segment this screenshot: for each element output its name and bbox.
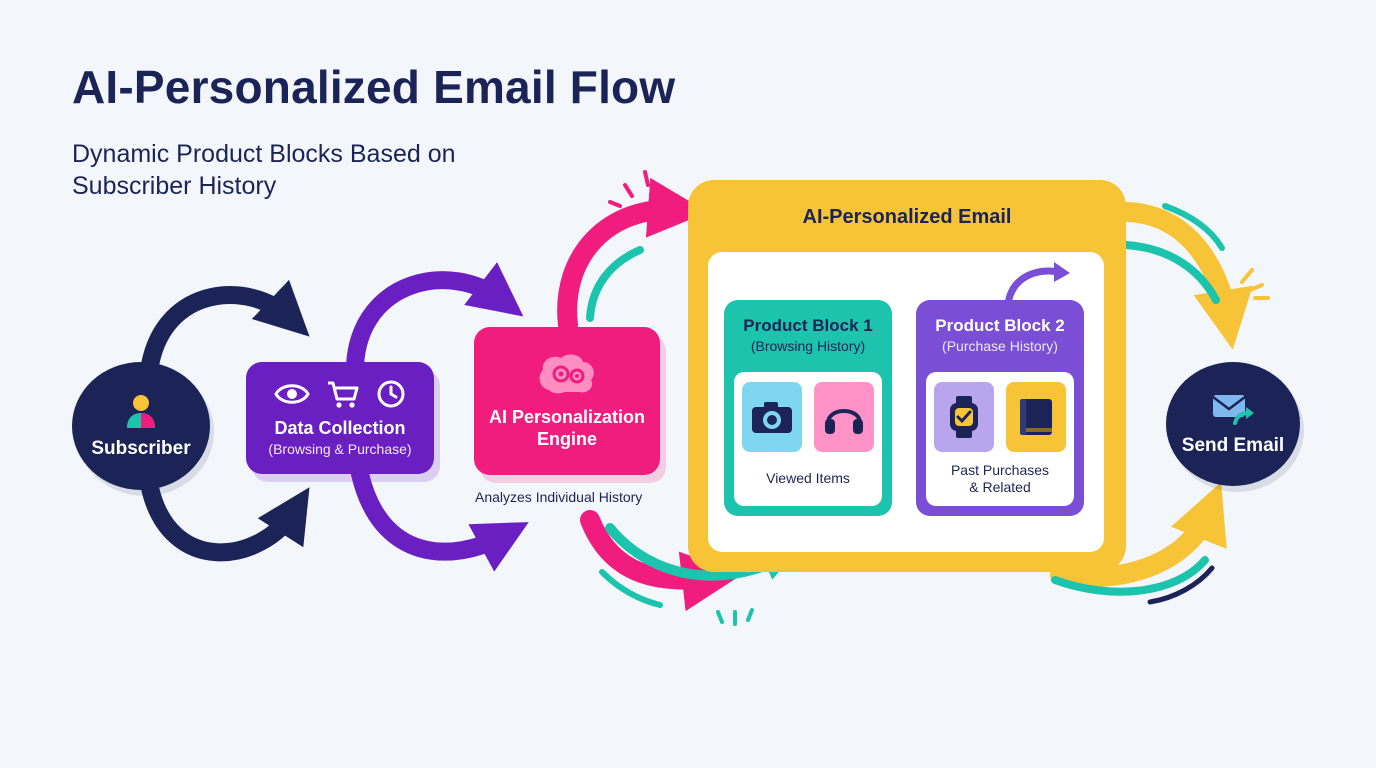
clock-icon — [377, 380, 405, 408]
arrow-data-bottom — [351, 465, 529, 572]
send-email-node: Send Email — [1166, 362, 1300, 486]
accent-navy-send-bottom — [1147, 565, 1215, 605]
product-block-2: Product Block 2 (Purchase History) — [916, 300, 1084, 516]
data-collection-node: Data Collection (Browsing & Purchase) — [246, 362, 434, 474]
data-collection-subtitle: (Browsing & Purchase) — [268, 441, 412, 457]
headphones-icon — [825, 409, 863, 434]
camera-icon — [752, 402, 792, 433]
send-mail-icon — [1212, 395, 1254, 425]
ai-engine-title: AI Personalization Engine — [488, 407, 646, 449]
product-tile — [742, 382, 802, 452]
page-title: AI-Personalized Email Flow — [72, 61, 676, 113]
product-tile — [814, 382, 874, 452]
smartwatch-icon — [950, 396, 978, 438]
product-block-2-caption-line2: & Related — [969, 479, 1031, 495]
product-block-1-subtitle: (Browsing History) — [750, 338, 866, 354]
accent-teal-ai-top — [586, 246, 644, 322]
user-icon — [127, 395, 155, 428]
accent-teal-ai-outer — [599, 569, 663, 608]
eye-icon — [274, 384, 310, 404]
ai-engine-node: AI Personalization Engine — [474, 327, 660, 475]
send-email-label: Send Email — [1181, 435, 1285, 456]
subscriber-node: Subscriber — [72, 362, 210, 490]
spark-line — [608, 200, 622, 208]
accent-teal-send-bottom — [1051, 556, 1209, 596]
block-link-arrow — [1004, 262, 1070, 308]
product-block-1-caption: Viewed Items — [766, 470, 850, 486]
arrow-ai-bottom — [580, 510, 742, 612]
cart-icon — [328, 381, 359, 408]
spark-line — [1248, 283, 1264, 292]
product-block-1-title: Product Block 1 — [743, 316, 873, 335]
product-block-2-caption-line1: Past Purchases — [950, 462, 1050, 478]
spark-line — [623, 183, 634, 198]
product-block-2-title: Product Block 2 — [935, 316, 1065, 335]
arrow-ai-top — [557, 177, 708, 335]
ai-engine-caption: Analyzes Individual History — [475, 489, 643, 505]
product-block-2-subtitle: (Purchase History) — [942, 338, 1058, 354]
product-block-2-items: Past Purchases & Related — [926, 372, 1074, 506]
arrow-email-bottom — [1050, 482, 1227, 588]
product-block-1: Product Block 1 (Browsing History) — [724, 300, 892, 516]
brain-gears-icon — [539, 354, 594, 394]
product-tile — [934, 382, 994, 452]
spark-line — [1240, 268, 1254, 284]
data-collection-title: Data Collection — [274, 418, 406, 438]
arrow-email-top — [1118, 202, 1253, 350]
page-subtitle: Dynamic Product Blocks Based on Subscrib… — [72, 140, 456, 200]
arrow-data-top — [346, 262, 524, 374]
email-container: AI-Personalized Email Product Block 1 (B… — [688, 180, 1126, 572]
subscriber-label: Subscriber — [91, 438, 191, 459]
spark-line — [746, 608, 754, 622]
spark-line — [643, 170, 650, 187]
arrow-subscriber-bottom — [141, 479, 310, 562]
email-title: AI-Personalized Email — [802, 206, 1012, 228]
product-block-1-items: Viewed Items — [734, 372, 882, 506]
spark-line — [716, 610, 724, 624]
book-icon — [1020, 399, 1052, 435]
email-body: Product Block 1 (Browsing History) — [708, 252, 1104, 552]
accent-teal-send-top — [1122, 241, 1220, 304]
accent-teal-send-arc — [1162, 203, 1225, 251]
product-tile — [1006, 382, 1066, 452]
arrow-subscriber-top — [141, 279, 310, 374]
